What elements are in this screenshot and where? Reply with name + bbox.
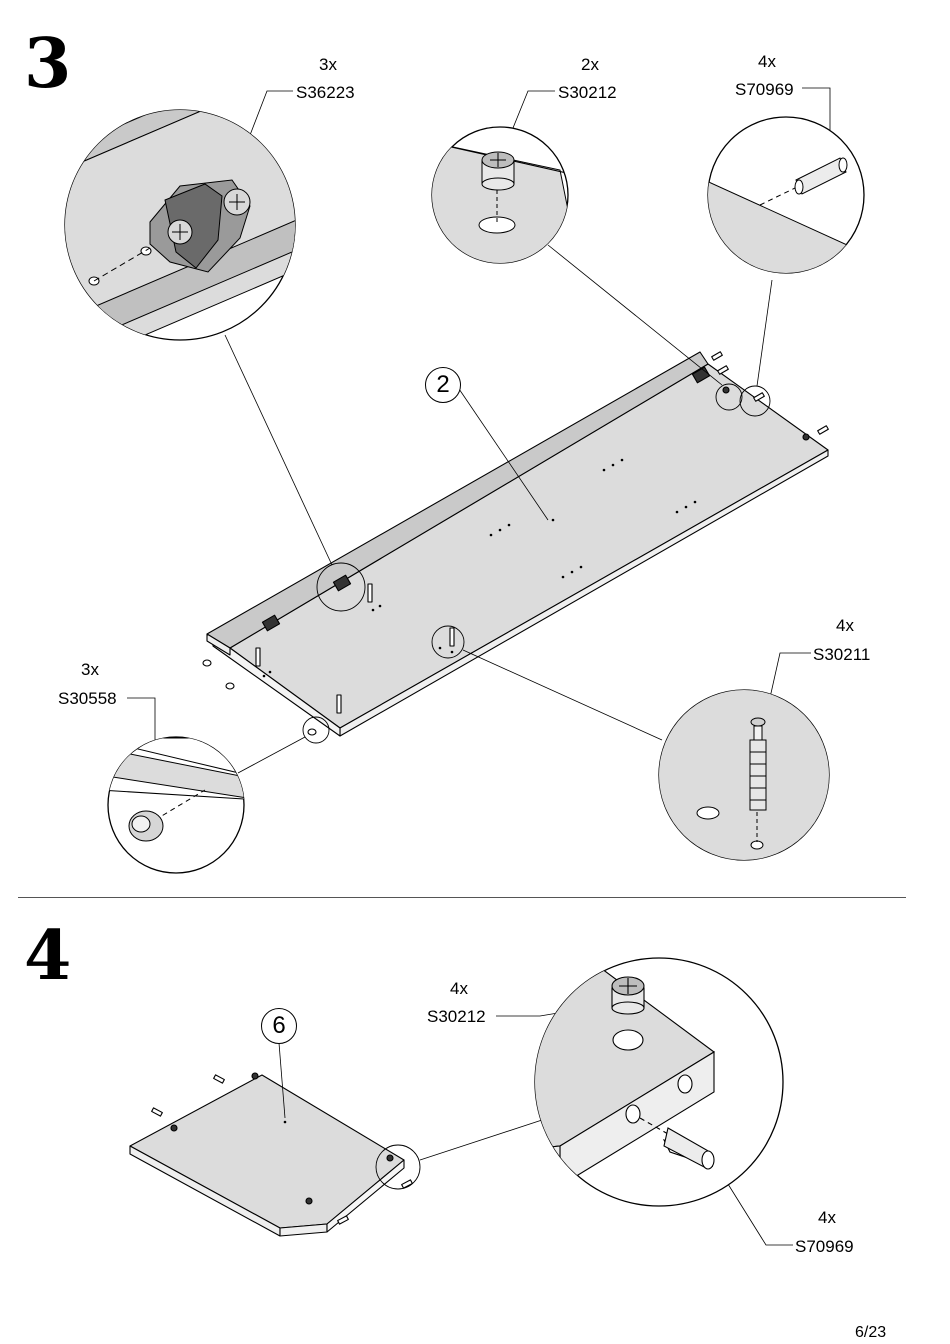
step-number-3: 3 (24, 24, 71, 104)
part-label-2: 2 (425, 367, 461, 403)
dowels-small (711, 351, 829, 435)
cam-locks-small (170, 1072, 394, 1205)
callout-qty: 4x (818, 1208, 836, 1227)
zoom-dowel (707, 116, 865, 274)
zoom-corner-detail (534, 957, 784, 1207)
dowels-small-step4 (151, 1074, 413, 1225)
callout-code: S36223 (296, 83, 355, 102)
hole-rows (262, 458, 697, 678)
callout-qty: 2x (581, 55, 599, 74)
zoom-glide (107, 736, 245, 874)
callout-code: S70969 (735, 80, 794, 99)
zoom-cam-lock (431, 126, 569, 264)
callout-code: S30558 (58, 689, 117, 708)
callout-code: S30212 (558, 83, 617, 102)
part-label-6: 6 (261, 1008, 297, 1044)
callout-qty: 3x (81, 660, 99, 679)
step-number-4: 4 (24, 916, 71, 996)
glides-small (202, 659, 317, 736)
callout-qty: 3x (319, 55, 337, 74)
step-divider (18, 897, 906, 898)
zoom-cam-bolt (658, 689, 830, 861)
callout-code: S70969 (795, 1237, 854, 1256)
callout-code: S30212 (427, 1007, 486, 1026)
page-number: 6/23 (855, 1324, 887, 1341)
step3-long-panel (202, 351, 829, 744)
callout-qty: 4x (836, 616, 854, 635)
callout-qty: 4x (758, 52, 776, 71)
cam-bolts-small (255, 583, 455, 714)
step4-small-panel (129, 1072, 421, 1237)
callout-qty: 4x (450, 979, 468, 998)
callout-code: S30211 (813, 645, 871, 664)
